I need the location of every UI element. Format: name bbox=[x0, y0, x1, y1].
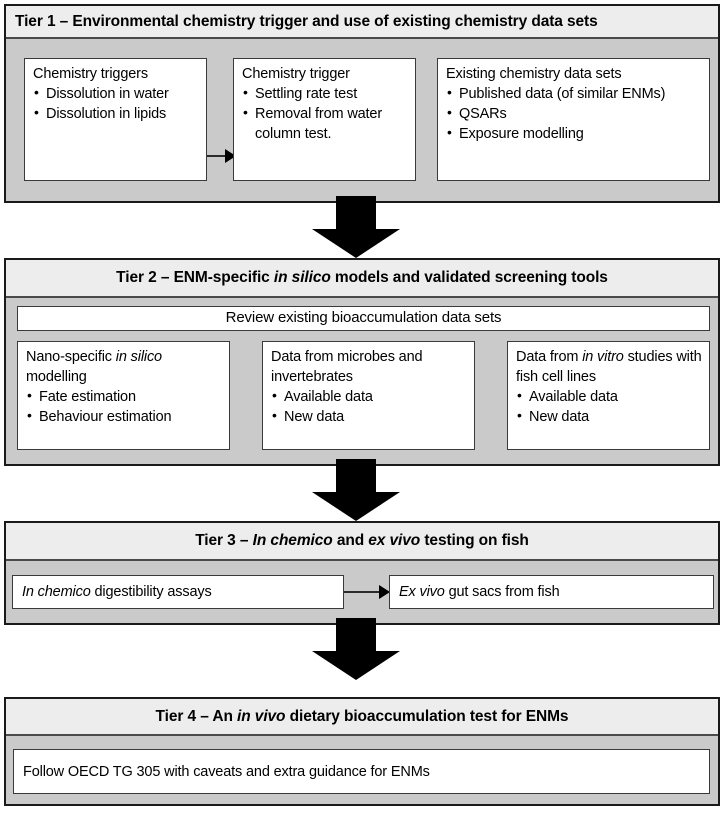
box-title: Existing chemistry data sets bbox=[446, 66, 622, 82]
tier-1-container: Tier 1 – Environmental chemistry trigger… bbox=[4, 4, 720, 203]
tier-1-box-existing-chemistry-data-sets[interactable]: Existing chemistry data sets Published d… bbox=[437, 58, 710, 181]
tier-1-header: Tier 1 – Environmental chemistry trigger… bbox=[6, 6, 718, 39]
box-bullet-list: Published data (of similar ENMs) QSARs E… bbox=[446, 83, 702, 144]
tier-3-box-ex-vivo-gut-sacs[interactable]: Ex vivo gut sacs from fish bbox=[389, 575, 714, 609]
arrow-shaft bbox=[336, 618, 376, 651]
arrow-right-icon-tier1 bbox=[207, 149, 236, 163]
arrow-right-icon-tier3 bbox=[344, 585, 390, 599]
arrow-line bbox=[207, 155, 226, 157]
tier-3-body: In chemico digestibility assays Ex vivo … bbox=[6, 561, 718, 623]
header-text-c: testing on fish bbox=[420, 532, 529, 549]
box-title-b: studies with fish cell lines bbox=[516, 349, 702, 385]
list-item: Exposure modelling bbox=[446, 123, 702, 144]
arrow-head bbox=[312, 229, 400, 258]
down-arrow-icon-tier1-to-tier2 bbox=[312, 196, 400, 258]
list-item: Fate estimation bbox=[26, 386, 222, 407]
box-label: Ex vivo gut sacs from fish bbox=[399, 582, 560, 602]
arrow-head bbox=[312, 651, 400, 680]
box-title: Chemistry triggers bbox=[33, 66, 148, 82]
box-bullet-list: Fate estimation Behaviour estimation bbox=[26, 386, 222, 427]
tier-4-header-label: Tier 4 – An in vivo dietary bioaccumulat… bbox=[156, 708, 569, 726]
tier-2-container: Tier 2 – ENM-specific in silico models a… bbox=[4, 258, 720, 466]
box-title-italic: in silico bbox=[115, 349, 162, 365]
list-item: QSARs bbox=[446, 103, 702, 124]
down-arrow-icon-tier3-to-tier4 bbox=[312, 618, 400, 680]
arrow-head bbox=[312, 492, 400, 521]
header-text-a: Tier 2 – ENM-specific bbox=[116, 269, 274, 286]
tier-2-header-label: Tier 2 – ENM-specific in silico models a… bbox=[116, 269, 608, 287]
tier-2-box-microbes-invertebrates[interactable]: Data from microbes and invertebrates Ava… bbox=[262, 341, 475, 450]
box-title: Chemistry trigger bbox=[242, 66, 350, 82]
header-text-a: Tier 4 – An bbox=[155, 707, 238, 725]
box-title: Nano-specific in silico modelling bbox=[26, 347, 222, 387]
box-bullet-list: Available data New data bbox=[271, 386, 467, 427]
header-text-italic-2: ex vivo bbox=[368, 532, 421, 549]
tier-4-header: Tier 4 – An in vivo dietary bioaccumulat… bbox=[6, 699, 718, 736]
down-arrow-icon-tier2-to-tier3 bbox=[312, 459, 400, 521]
arrow-shaft bbox=[336, 196, 376, 229]
tier-3-box-in-chemico-digestibility-assays[interactable]: In chemico digestibility assays bbox=[12, 575, 344, 609]
list-item: Dissolution in water bbox=[33, 83, 199, 104]
box-label-rest: digestibility assays bbox=[90, 584, 212, 600]
list-item: Dissolution in lipids bbox=[33, 103, 199, 124]
tier-1-box-chemistry-trigger[interactable]: Chemistry trigger Settling rate test Rem… bbox=[233, 58, 416, 181]
header-text-italic-1: In chemico bbox=[252, 532, 333, 549]
arrow-head bbox=[379, 585, 390, 599]
tier-1-header-label: Tier 1 – Environmental chemistry trigger… bbox=[15, 12, 598, 30]
box-bullet-list: Dissolution in water Dissolution in lipi… bbox=[33, 83, 199, 124]
header-text-italic: in silico bbox=[273, 269, 331, 286]
box-bullet-list: Settling rate test Removal from water co… bbox=[242, 83, 408, 144]
list-item: Published data (of similar ENMs) bbox=[446, 83, 702, 104]
list-item: Available data bbox=[271, 386, 467, 407]
box-title-a: Data from bbox=[516, 349, 583, 365]
header-text-a: Tier 3 – bbox=[195, 532, 253, 549]
tier-1-body: Chemistry triggers Dissolution in water … bbox=[6, 39, 718, 201]
box-label-italic: Ex vivo bbox=[399, 584, 445, 600]
header-text-b: and bbox=[332, 532, 369, 549]
list-item: Behaviour estimation bbox=[26, 406, 222, 427]
arrow-head bbox=[225, 149, 236, 163]
header-text-b: models and validated screening tools bbox=[330, 269, 608, 286]
banner-label: Review existing bioaccumulation data set… bbox=[225, 309, 502, 327]
box-title: Data from microbes and invertebrates bbox=[271, 349, 423, 385]
box-bullet-list: Available data New data bbox=[516, 386, 702, 427]
tier-3-header-label: Tier 3 – In chemico and ex vivo testing … bbox=[195, 532, 529, 550]
tier-4-body: Follow OECD TG 305 with caveats and extr… bbox=[6, 736, 718, 804]
tier-2-box-in-vitro-fish-cell-lines[interactable]: Data from in vitro studies with fish cel… bbox=[507, 341, 710, 450]
header-text-italic: in vivo bbox=[237, 707, 286, 725]
tier-4-container: Tier 4 – An in vivo dietary bioaccumulat… bbox=[4, 697, 720, 806]
tier-4-box-oecd-tg-305[interactable]: Follow OECD TG 305 with caveats and extr… bbox=[13, 749, 710, 794]
list-item: Removal from water column test. bbox=[242, 103, 408, 144]
box-title-b: modelling bbox=[26, 369, 87, 385]
tier-2-body: Review existing bioaccumulation data set… bbox=[6, 298, 718, 464]
tier-3-header: Tier 3 – In chemico and ex vivo testing … bbox=[6, 523, 718, 561]
box-title-italic: in vitro bbox=[582, 349, 624, 365]
list-item: New data bbox=[271, 406, 467, 427]
box-label: Follow OECD TG 305 with caveats and extr… bbox=[23, 763, 430, 780]
list-item: Available data bbox=[516, 386, 702, 407]
tier-3-container: Tier 3 – In chemico and ex vivo testing … bbox=[4, 521, 720, 625]
box-title: Data from in vitro studies with fish cel… bbox=[516, 347, 702, 387]
box-label-italic: In chemico bbox=[22, 584, 91, 600]
tier-2-header: Tier 2 – ENM-specific in silico models a… bbox=[6, 260, 718, 298]
box-label-rest: gut sacs from fish bbox=[444, 584, 560, 600]
arrow-shaft bbox=[336, 459, 376, 492]
list-item: Settling rate test bbox=[242, 83, 408, 104]
box-title-a: Nano-specific bbox=[26, 349, 116, 365]
list-item: New data bbox=[516, 406, 702, 427]
tier-1-box-chemistry-triggers[interactable]: Chemistry triggers Dissolution in water … bbox=[24, 58, 207, 181]
tier-2-box-nano-specific-in-silico[interactable]: Nano-specific in silico modelling Fate e… bbox=[17, 341, 230, 450]
tier-2-banner-review-existing-data[interactable]: Review existing bioaccumulation data set… bbox=[17, 306, 710, 331]
header-text-b: dietary bioaccumulation test for ENMs bbox=[285, 707, 569, 725]
arrow-line bbox=[344, 591, 380, 593]
box-label: In chemico digestibility assays bbox=[22, 582, 212, 602]
